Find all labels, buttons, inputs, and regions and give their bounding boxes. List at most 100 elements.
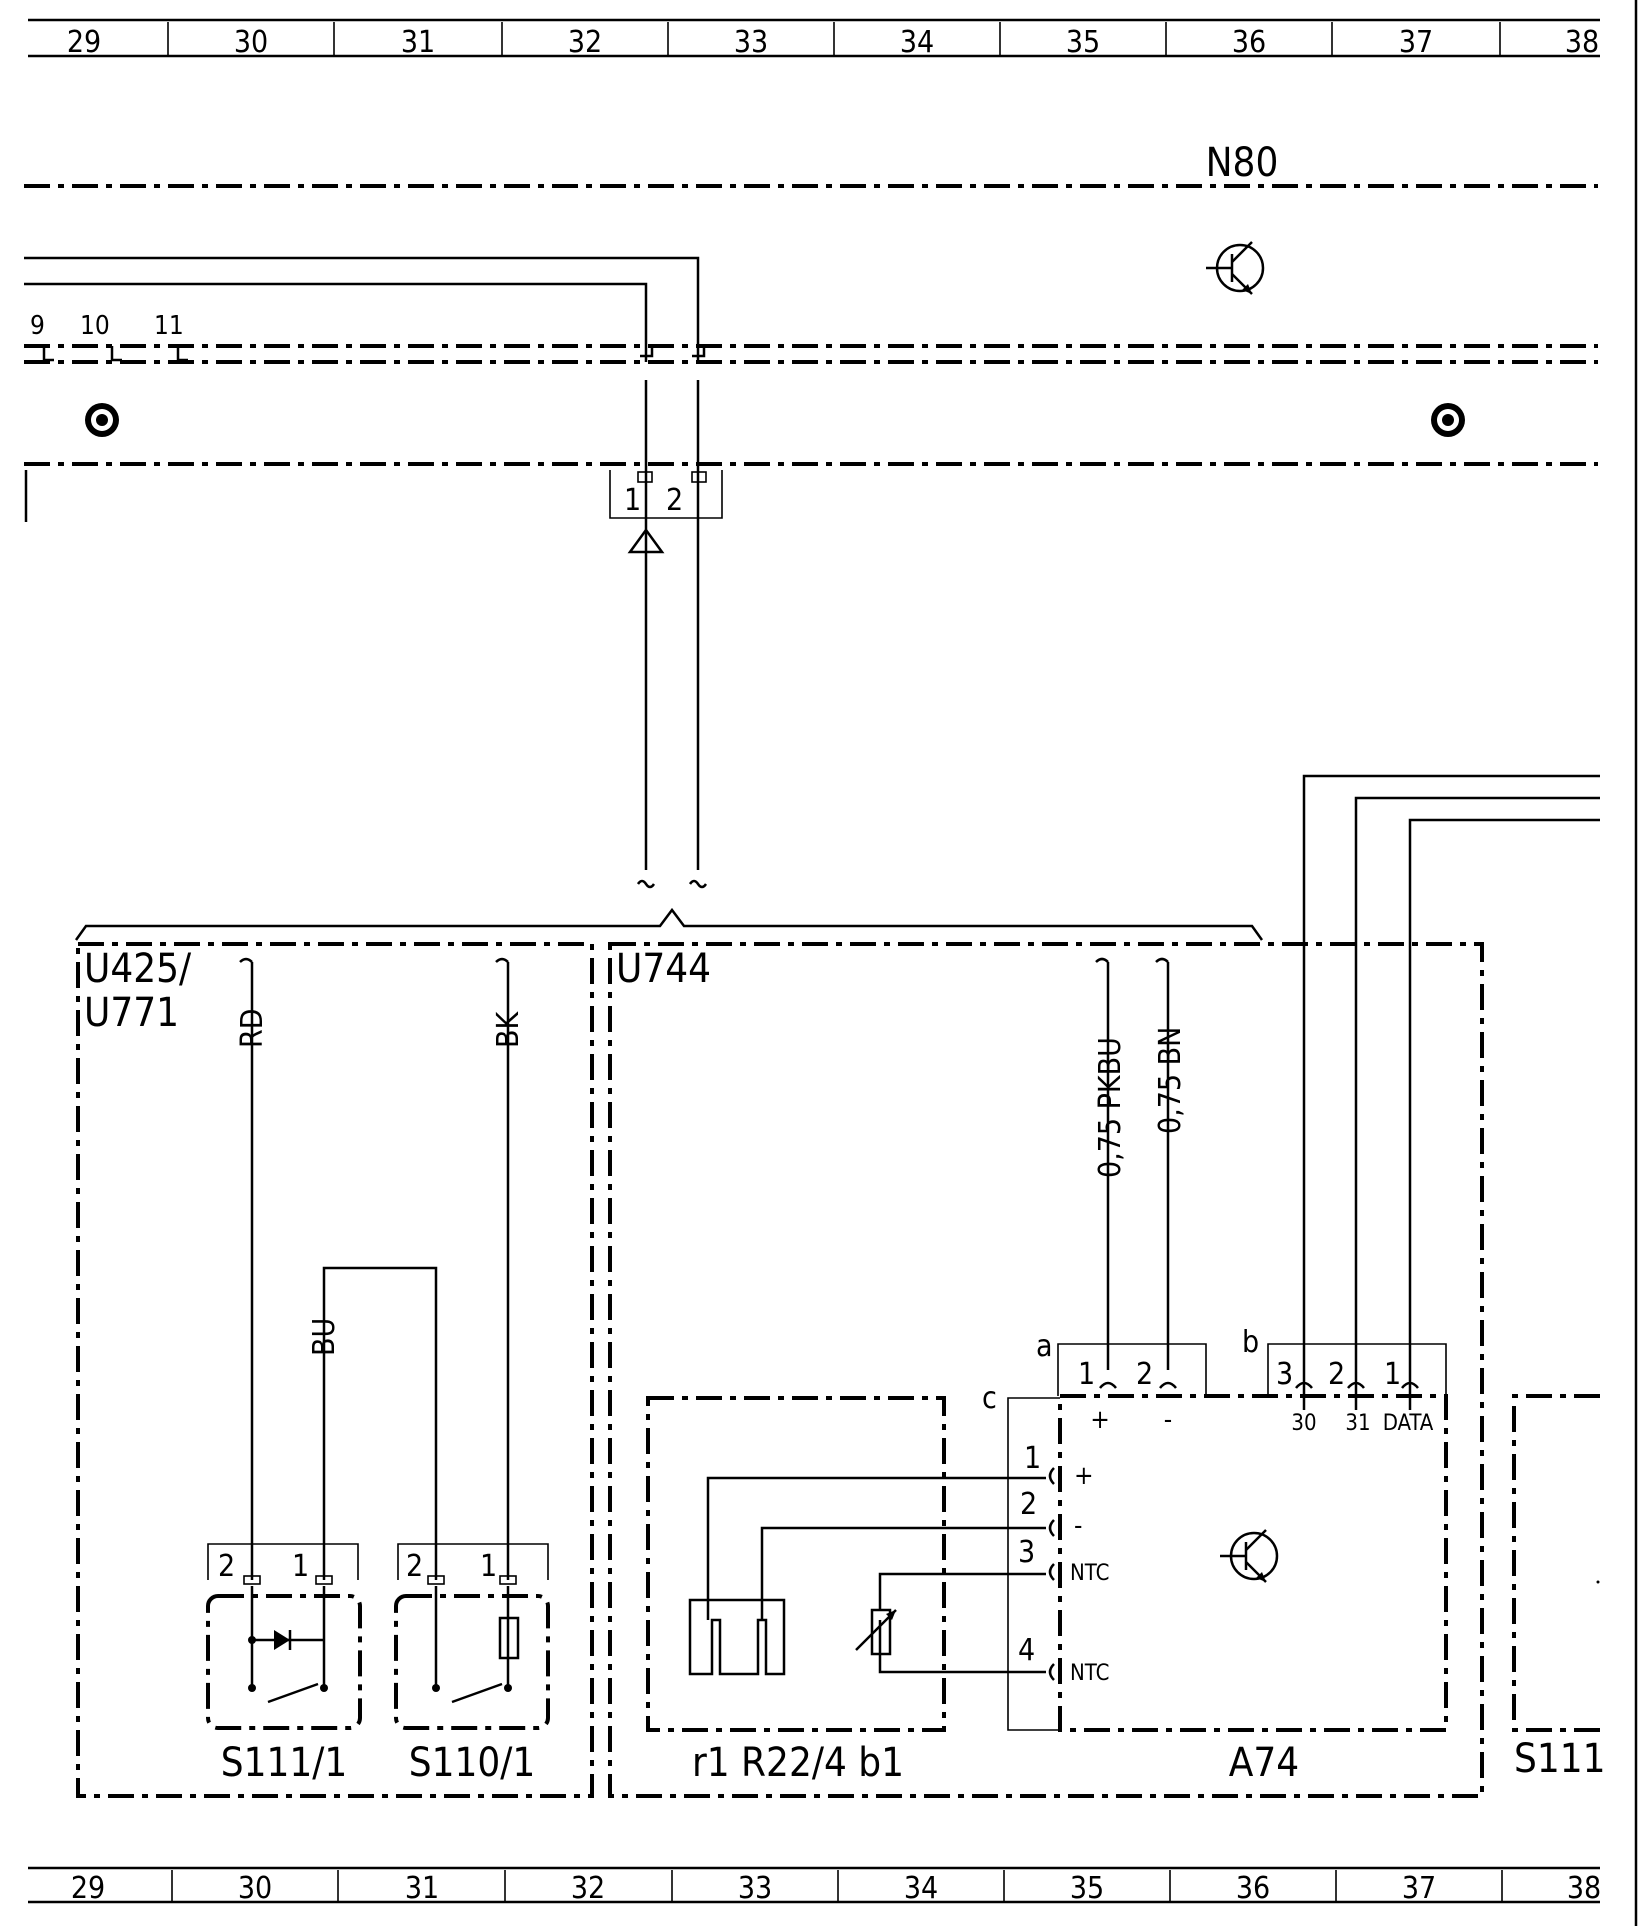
s111-1-pin-2: 2 xyxy=(218,1549,235,1584)
diode-icon xyxy=(248,1630,324,1650)
bk-wire-label: BK xyxy=(491,1010,526,1048)
right-wires xyxy=(1302,774,1600,1410)
connector-block-1-2: 1 2 xyxy=(609,470,723,554)
a74-label: A74 xyxy=(1229,1740,1299,1786)
s111-label: S111 xyxy=(1514,1736,1606,1782)
group-bracket xyxy=(74,907,1264,941)
a74-left-pin-4: 4 xyxy=(1018,1633,1035,1668)
grid-col-38: 38 xyxy=(1565,25,1599,60)
coil-icon xyxy=(85,403,119,437)
s110-1-label: S110/1 xyxy=(409,1740,536,1786)
u771-label: U771 xyxy=(84,990,179,1036)
connector-9-label: 9 xyxy=(30,311,45,341)
heater-element-icon xyxy=(688,1598,786,1676)
a74-pin-31: 31 xyxy=(1345,1411,1370,1436)
r1r22-label: r1 R22/4 b1 xyxy=(692,1740,904,1786)
top-grid-strip: 29 30 31 32 33 34 35 36 37 38 xyxy=(28,18,1600,60)
s110-1-pin-2: 2 xyxy=(406,1549,423,1584)
resistor-icon xyxy=(498,1616,520,1660)
switch-icon xyxy=(248,1682,328,1704)
grid-col-36: 36 xyxy=(1232,25,1266,60)
a74-left-pin-3: 3 xyxy=(1018,1535,1035,1570)
a74-left-plus: + xyxy=(1074,1461,1094,1491)
a74-pin-minus: - xyxy=(1164,1405,1172,1435)
s111-1-pin-1: 1 xyxy=(292,1549,309,1584)
wire-break-2 xyxy=(688,879,708,889)
grid-col-34-bottom: 34 xyxy=(904,1871,938,1906)
grid-col-33-bottom: 33 xyxy=(738,1871,772,1906)
a74-left-pin-1: 1 xyxy=(1024,1441,1041,1476)
grid-col-30-bottom: 30 xyxy=(238,1871,272,1906)
grid-col-35: 35 xyxy=(1066,25,1100,60)
u744-box xyxy=(608,942,1484,1798)
connector-b-pin-2: 2 xyxy=(1328,1357,1345,1392)
bk-wire: BK xyxy=(491,957,526,1580)
rd-wire: RD xyxy=(235,957,270,1580)
transistor-icon xyxy=(1206,241,1265,295)
connector-b-pin-3: 3 xyxy=(1276,1357,1293,1392)
connector-b: b 3 2 1 xyxy=(1242,1325,1447,1396)
top-wires xyxy=(24,256,700,362)
s111-box xyxy=(1512,1394,1600,1732)
grid-col-33: 33 xyxy=(734,25,768,60)
s110-1-pin-1: 1 xyxy=(480,1549,497,1584)
n80-label: N80 xyxy=(1206,140,1279,186)
connector-c: c xyxy=(982,1381,1060,1731)
connector-b-letter: b xyxy=(1242,1325,1259,1360)
a74-left-ntc-2: NTC xyxy=(1070,1661,1109,1686)
grid-col-36-bottom: 36 xyxy=(1236,1871,1270,1906)
bn-wire-label: 0,75 BN xyxy=(1153,1027,1188,1134)
connector-a-pin-1: 1 xyxy=(1078,1357,1095,1392)
grid-col-34: 34 xyxy=(900,25,934,60)
connector-11-label: 11 xyxy=(154,311,184,341)
bu-wire-label: BU xyxy=(307,1318,342,1356)
bu-wire: BU xyxy=(307,1266,438,1580)
connector-pin-1-label: 1 xyxy=(624,483,641,518)
connector-pin-2-label: 2 xyxy=(666,483,683,518)
connector-10-label: 10 xyxy=(80,311,110,341)
pkbu-wire-label: 0,75 PKBU xyxy=(1093,1037,1128,1178)
rd-wire-label: RD xyxy=(235,1008,270,1048)
a74-pin-30: 30 xyxy=(1291,1411,1316,1436)
grid-col-29-bottom: 29 xyxy=(71,1871,105,1906)
coil-icon xyxy=(1431,403,1465,437)
grid-col-37-bottom: 37 xyxy=(1402,1871,1436,1906)
a74-pin-plus: + xyxy=(1090,1405,1110,1435)
wire-break-1 xyxy=(636,879,656,889)
variable-resistor-icon xyxy=(855,1608,897,1656)
a74-left-pins: 1 2 3 4 + - NTC NTC xyxy=(1018,1441,1109,1686)
transistor-icon xyxy=(1220,1529,1279,1583)
pkbu-wire: 0,75 PKBU xyxy=(1093,957,1128,1370)
connector-a-pin-2: 2 xyxy=(1136,1357,1153,1392)
a74-box xyxy=(1058,1394,1448,1732)
bn-wire: 0,75 BN xyxy=(1153,957,1188,1370)
left-connector-stubs: 9 10 11 xyxy=(30,311,706,362)
grid-col-29: 29 xyxy=(67,25,101,60)
switch-icon xyxy=(432,1682,512,1704)
grid-col-31-bottom: 31 xyxy=(405,1871,439,1906)
grid-col-32: 32 xyxy=(568,25,602,60)
s110-1-switch: 2 1 S110/1 xyxy=(394,1543,550,1786)
grid-col-38-bottom: 38 xyxy=(1567,1871,1601,1906)
a74-left-minus: - xyxy=(1074,1511,1082,1541)
a74-pin-data: DATA xyxy=(1383,1411,1434,1436)
connector-c-letter: c xyxy=(982,1381,997,1416)
a74-left-pin-2: 2 xyxy=(1020,1487,1037,1522)
connector-a: a 1 2 xyxy=(1036,1329,1207,1396)
grid-col-30: 30 xyxy=(234,25,268,60)
connector-a-letter: a xyxy=(1036,1329,1053,1364)
u744-label: U744 xyxy=(616,946,711,992)
r22-box xyxy=(646,1396,946,1732)
bottom-grid-strip: 29 30 31 32 33 34 35 36 37 38 xyxy=(28,1866,1601,1906)
grid-col-35-bottom: 35 xyxy=(1070,1871,1104,1906)
s111-1-switch: 2 1 S111/1 xyxy=(206,1543,362,1786)
u425-u771-box xyxy=(76,942,594,1798)
a74-left-ntc-1: NTC xyxy=(1070,1561,1109,1586)
grid-col-37: 37 xyxy=(1399,25,1433,60)
s111-1-label: S111/1 xyxy=(221,1740,348,1786)
u425-label: U425/ xyxy=(84,946,192,992)
r22-wiring xyxy=(706,1476,1046,1674)
grid-col-31: 31 xyxy=(401,25,435,60)
connector-b-pin-1: 1 xyxy=(1384,1357,1401,1392)
